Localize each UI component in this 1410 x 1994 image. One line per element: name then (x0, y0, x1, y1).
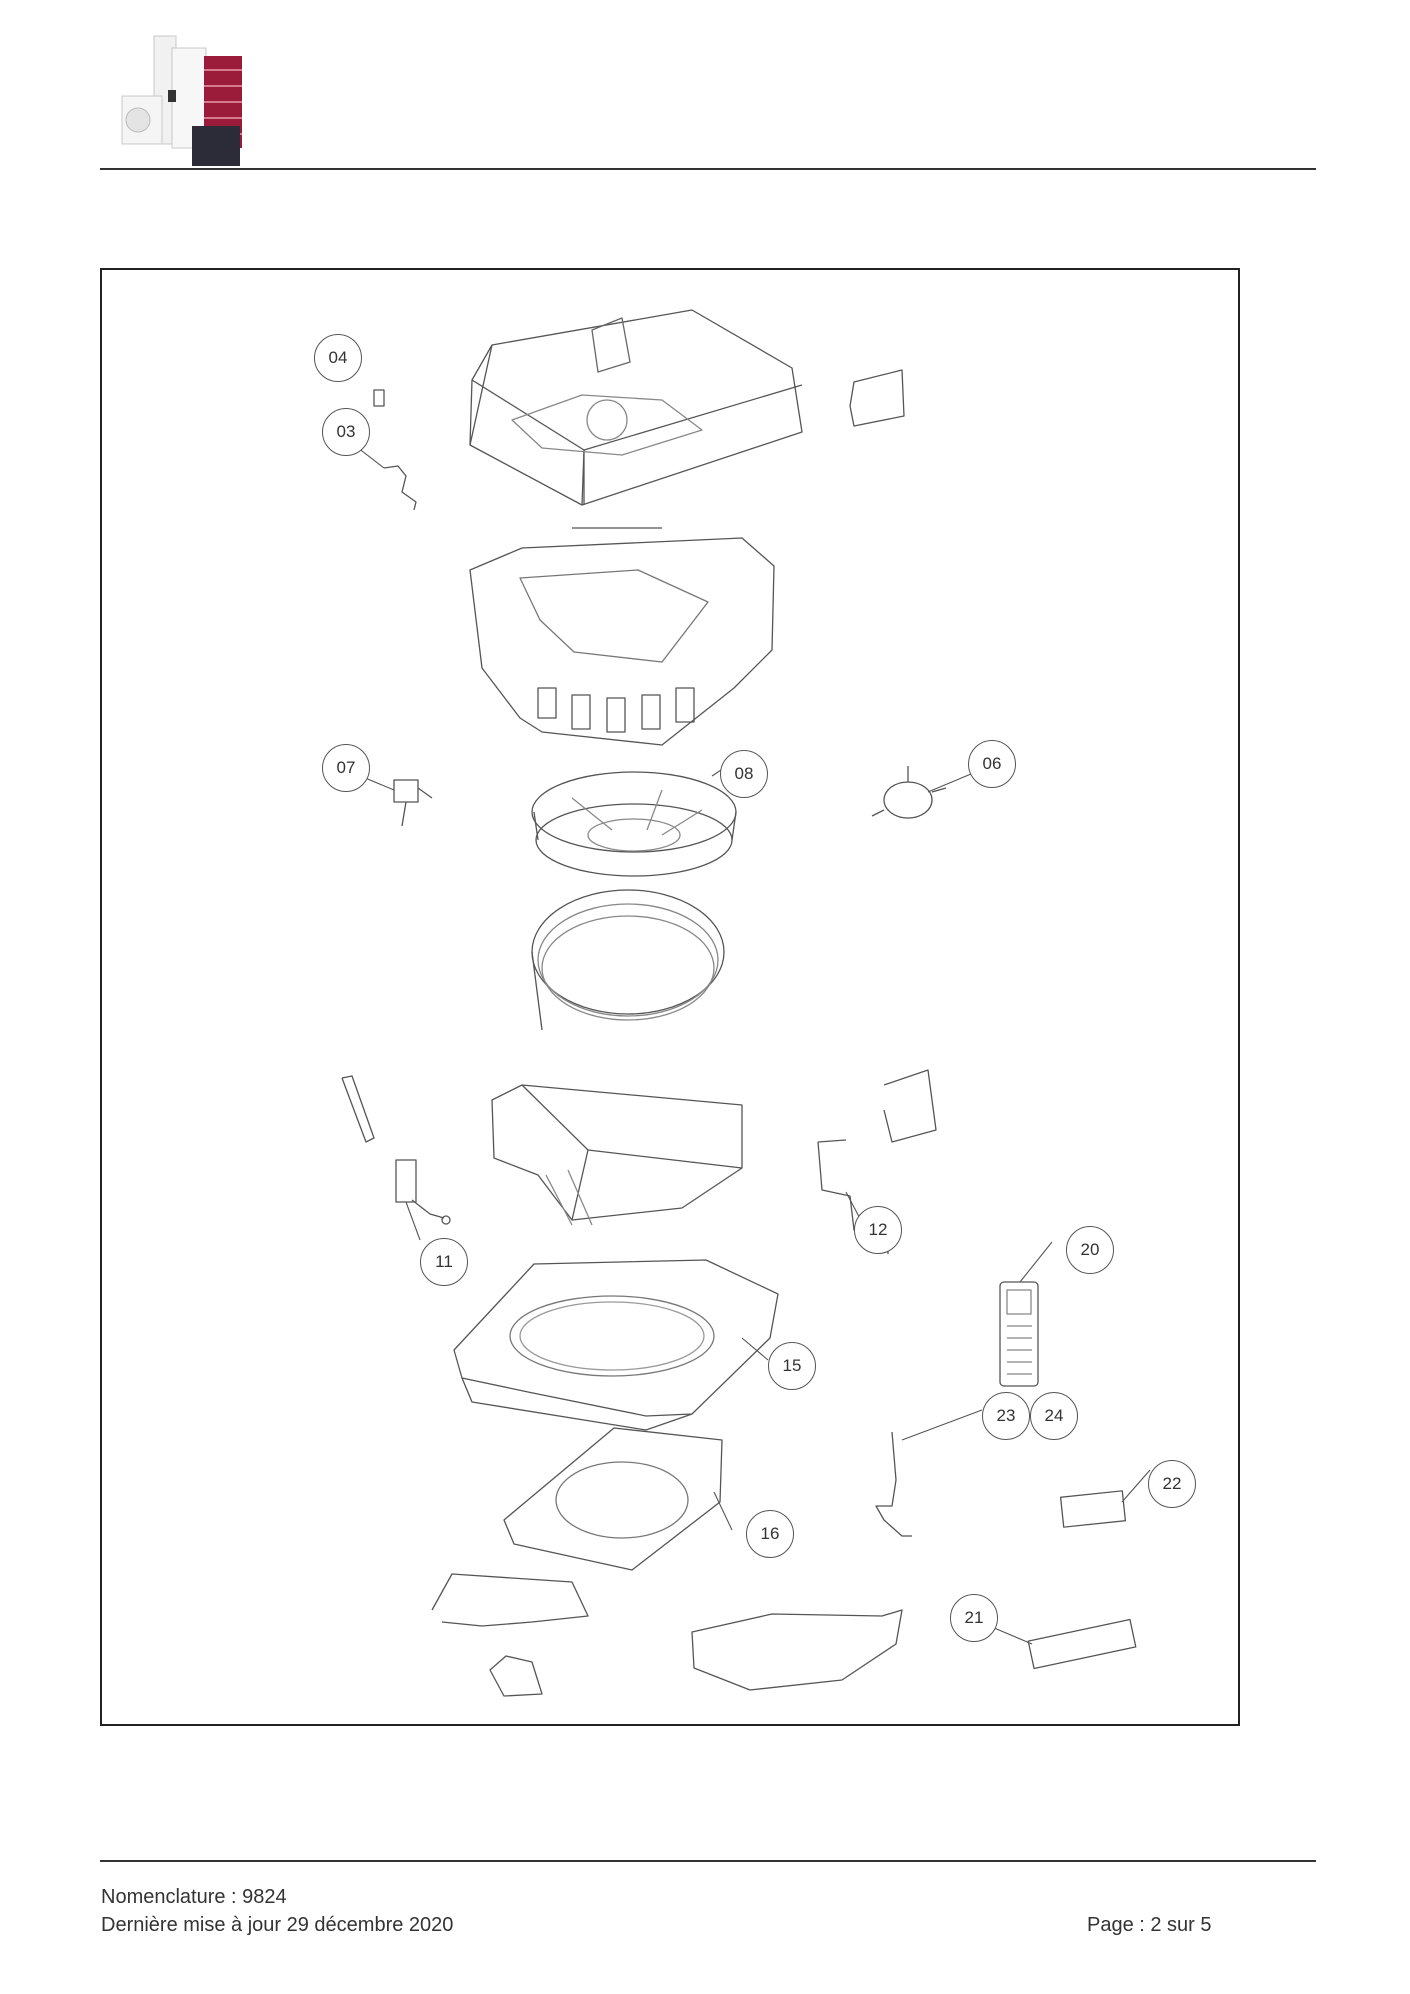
footer-page-number: Page : 2 sur 5 (1087, 1914, 1212, 1936)
fan-wheel-part (531, 771, 737, 877)
footer-last-update: Dernière mise à jour 29 décembre 2020 (101, 1914, 454, 1936)
footer-rule (100, 1860, 1316, 1862)
part-07 (393, 779, 433, 827)
rod-part (341, 1075, 375, 1143)
exploded-view-frame: 04 03 07 08 06 12 11 20 15 23 24 22 16 2… (100, 268, 1240, 1726)
part-16-grille (503, 1427, 723, 1571)
part-03 (383, 465, 417, 511)
callout-21: 21 (950, 1594, 998, 1642)
part-23-24-wiring (875, 1431, 912, 1537)
footer-nomenclature: Nomenclature : 9824 (101, 1886, 287, 1908)
callout-12: 12 (854, 1206, 902, 1254)
part-21-board (1027, 1618, 1137, 1670)
callout-20: 20 (1066, 1226, 1114, 1274)
callout-04: 04 (314, 334, 362, 382)
part-15-base-frame (453, 1259, 779, 1431)
callout-15: 15 (768, 1342, 816, 1390)
part-20-remote (999, 1281, 1039, 1387)
brand-logo (110, 30, 260, 170)
control-box-part (691, 1609, 903, 1691)
heater-ring-part (531, 889, 725, 1031)
drain-pan-part (469, 537, 775, 746)
callout-06: 06 (968, 740, 1016, 788)
callout-11: 11 (420, 1238, 468, 1286)
callout-23: 23 (982, 1392, 1030, 1440)
part-11 (395, 1159, 451, 1225)
bracket-part (849, 369, 905, 427)
callout-24: 24 (1030, 1392, 1078, 1440)
top-casing-part (469, 309, 803, 529)
heat-exchanger-part (491, 1084, 743, 1226)
callout-22: 22 (1148, 1460, 1196, 1508)
panel-part (431, 1573, 589, 1627)
part-22-board (1059, 1490, 1127, 1528)
callout-03: 03 (322, 408, 370, 456)
callout-07: 07 (322, 744, 370, 792)
part-06 (871, 766, 947, 819)
callout-16: 16 (746, 1510, 794, 1558)
header-rule (100, 168, 1316, 170)
small-cover-part (489, 1655, 543, 1697)
exploded-view-drawing (339, 309, 1151, 1697)
callout-08: 08 (720, 750, 768, 798)
part-04 (373, 389, 385, 407)
